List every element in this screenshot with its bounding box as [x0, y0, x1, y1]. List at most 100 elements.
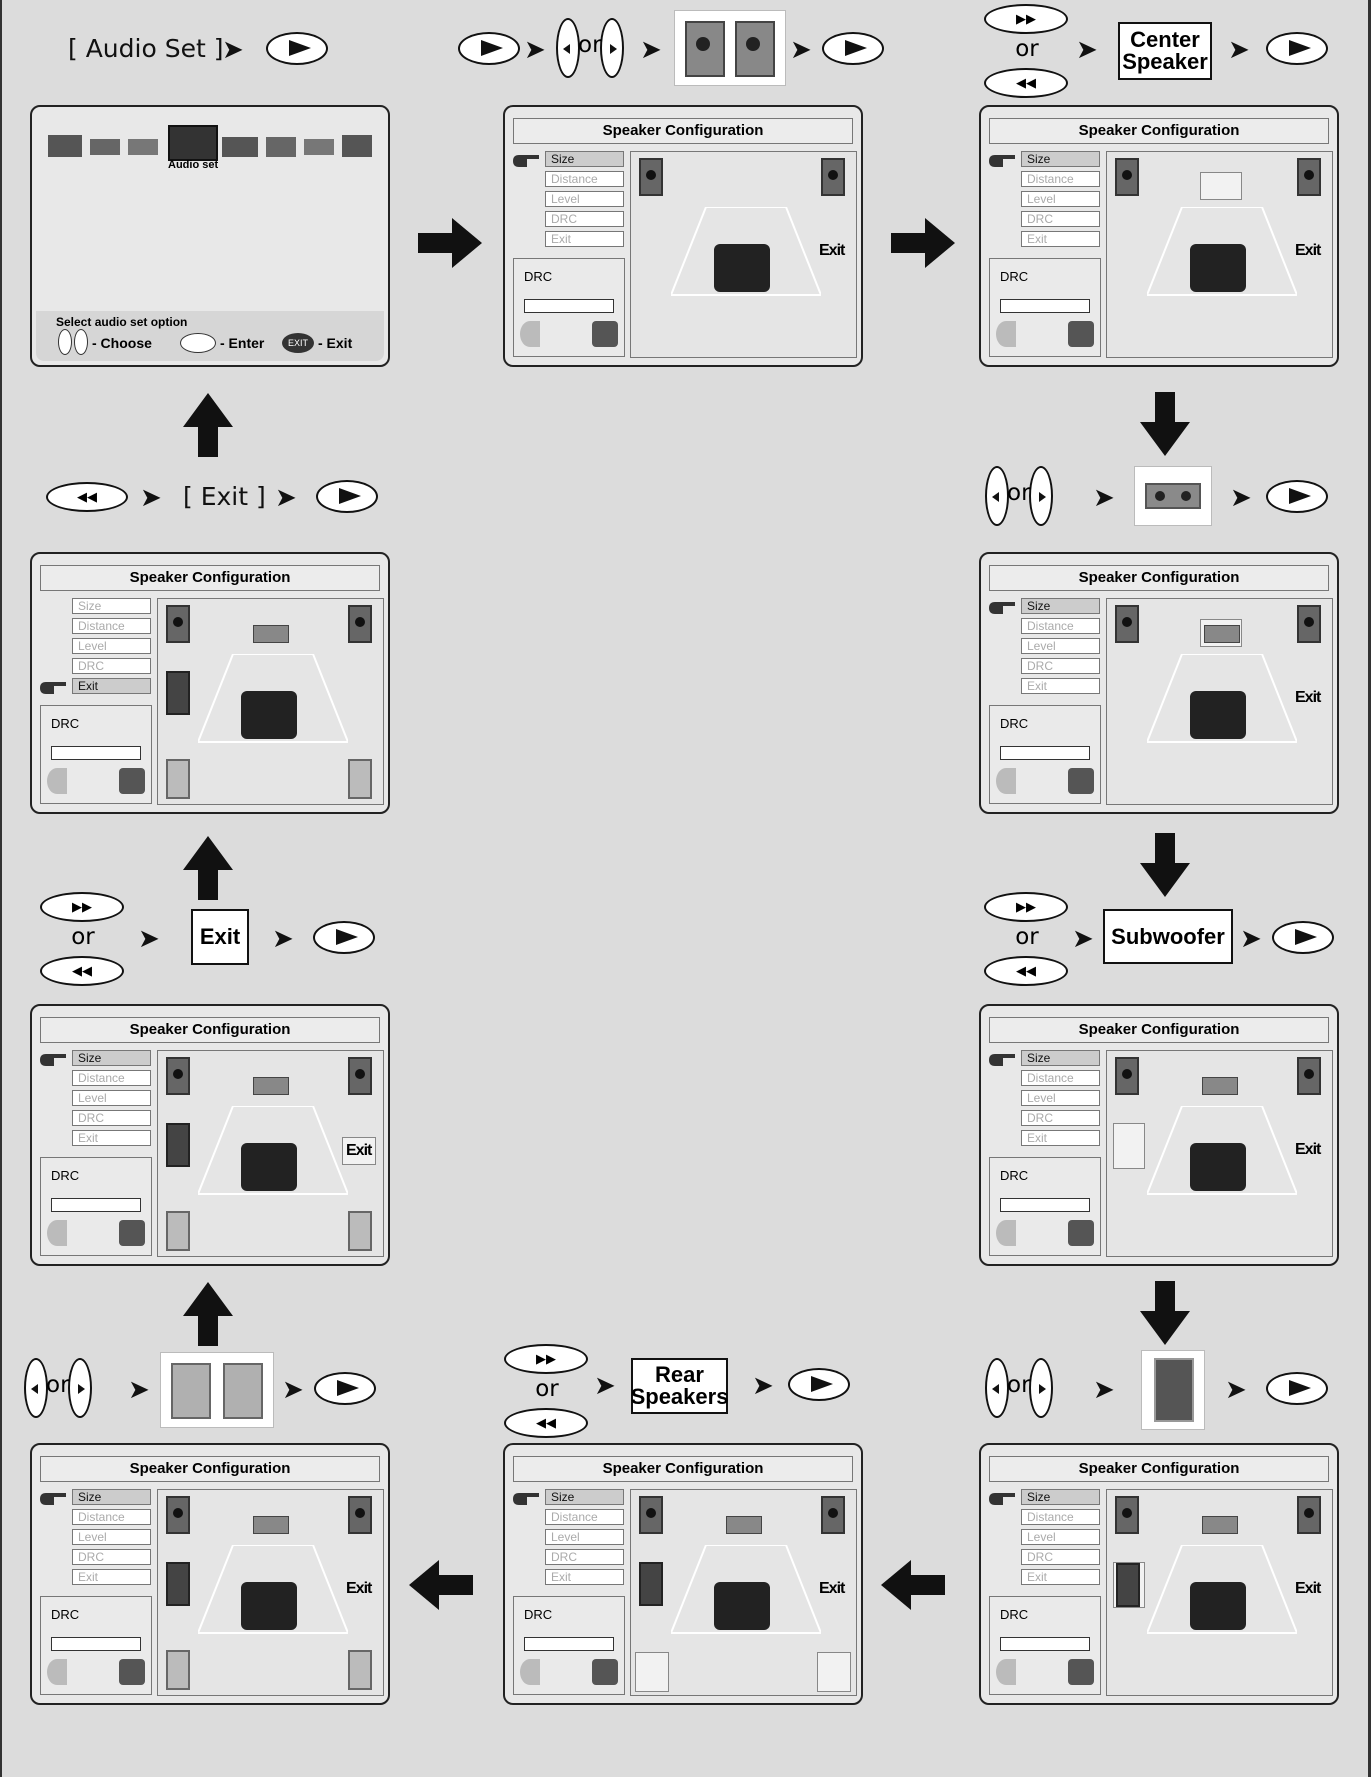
center-speaker-icon: [253, 625, 289, 643]
menu-item-size[interactable]: Size: [72, 1050, 151, 1066]
menu-item-level[interactable]: Level: [1021, 1090, 1100, 1106]
rewind-button-icon: ◀◀: [46, 482, 128, 512]
drc-slider[interactable]: [1000, 746, 1090, 760]
menu-item-distance[interactable]: Distance: [1021, 1509, 1100, 1525]
step-arrow: ➤: [128, 1376, 150, 1402]
exit-label[interactable]: Exit: [819, 1580, 844, 1598]
menu-item-size[interactable]: Size: [72, 1489, 151, 1505]
menu-item-drc[interactable]: DRC: [545, 1549, 624, 1565]
exit-label[interactable]: Exit: [346, 1580, 371, 1598]
menu-item-size[interactable]: Size: [72, 598, 151, 614]
menu-item-level[interactable]: Level: [1021, 1529, 1100, 1545]
drc-panel: DRC: [40, 705, 152, 804]
menu-item-exit[interactable]: Exit: [545, 231, 624, 247]
audio-set-main-menu: Audio set Select audio set option - Choo…: [30, 105, 390, 367]
speaker-config-screen: Speaker ConfigurationSizeDistanceLevelDR…: [30, 1004, 390, 1266]
menu-item-distance[interactable]: Distance: [72, 1070, 151, 1086]
center-speaker-slot: [1200, 619, 1242, 647]
drc-panel: DRC: [40, 1157, 152, 1256]
menu-item-size[interactable]: Size: [545, 1489, 624, 1505]
front-left-speaker-icon: [1115, 605, 1139, 643]
step-arrow: ➤: [272, 925, 294, 951]
front-left-speaker-icon: [166, 605, 190, 643]
drc-slider[interactable]: [524, 1637, 614, 1651]
front-left-speaker-icon: [639, 158, 663, 196]
exit-hint: - Exit: [318, 335, 352, 351]
menu-item-drc[interactable]: DRC: [72, 1549, 151, 1565]
menu-item-level[interactable]: Level: [545, 191, 624, 207]
menu-item-drc[interactable]: DRC: [72, 658, 151, 674]
subwoofer-icon: [166, 1123, 190, 1167]
menu-item-size[interactable]: Size: [1021, 598, 1100, 614]
exit-label[interactable]: Exit: [1295, 242, 1320, 260]
exit-label: Exit: [191, 909, 249, 965]
drc-panel: DRC: [40, 1596, 152, 1695]
front-speakers-icon: [674, 10, 786, 86]
menu-item-drc[interactable]: DRC: [72, 1110, 151, 1126]
menu-item-exit[interactable]: Exit: [1021, 1130, 1100, 1146]
menu-item-exit[interactable]: Exit: [72, 1130, 151, 1146]
exit-label[interactable]: Exit: [1295, 1580, 1320, 1598]
menu-item-exit[interactable]: Exit: [1021, 231, 1100, 247]
menu-item-drc[interactable]: DRC: [545, 211, 624, 227]
menu-item-size[interactable]: Size: [1021, 1489, 1100, 1505]
audio-set-caption: [ Audio Set ]: [68, 36, 223, 61]
menu-item-level[interactable]: Level: [545, 1529, 624, 1545]
listener-seat-icon: [1190, 1582, 1246, 1630]
speaker-layout-panel: Exit: [1106, 1050, 1333, 1257]
menu-item-distance[interactable]: Distance: [72, 618, 151, 634]
center-speaker-icon: [1202, 1077, 1238, 1095]
drc-label: DRC: [524, 1607, 552, 1622]
drc-slider[interactable]: [51, 1198, 141, 1212]
step-arrow: ➤: [1230, 484, 1252, 510]
subwoofer-slot: [1113, 1123, 1145, 1169]
menu-item-level[interactable]: Level: [1021, 191, 1100, 207]
menu-item-distance[interactable]: Distance: [545, 171, 624, 187]
menu-item-drc[interactable]: DRC: [1021, 211, 1100, 227]
pointer-hand-icon: [987, 1491, 1017, 1507]
menu-item-size[interactable]: Size: [1021, 151, 1100, 167]
exit-label[interactable]: Exit: [1295, 1141, 1320, 1159]
drc-slider[interactable]: [524, 299, 614, 313]
menu-item-distance[interactable]: Distance: [1021, 1070, 1100, 1086]
menu-item-distance[interactable]: Distance: [72, 1509, 151, 1525]
drc-label: DRC: [1000, 269, 1028, 284]
drc-slider[interactable]: [51, 1637, 141, 1651]
step-arrow: ➤: [222, 36, 244, 62]
menu-item-level[interactable]: Level: [72, 638, 151, 654]
step-arrow: ➤: [1072, 925, 1094, 951]
dynamic-icon: [119, 768, 145, 794]
menu-item-size[interactable]: Size: [1021, 1050, 1100, 1066]
menu-item-distance[interactable]: Distance: [545, 1509, 624, 1525]
menu-item-level[interactable]: Level: [1021, 638, 1100, 654]
menu-item-drc[interactable]: DRC: [1021, 1549, 1100, 1565]
flow-arrow-up: [183, 393, 233, 457]
menu-item-distance[interactable]: Distance: [1021, 618, 1100, 634]
exit-label[interactable]: Exit: [819, 242, 844, 260]
menu-item-drc[interactable]: DRC: [1021, 658, 1100, 674]
speaker-layout-panel: Exit: [1106, 151, 1333, 358]
moon-icon: [996, 1659, 1016, 1685]
step-arrow: ➤: [790, 36, 812, 62]
menu-item-distance[interactable]: Distance: [1021, 171, 1100, 187]
drc-slider[interactable]: [51, 746, 141, 760]
menu-item-exit[interactable]: Exit: [545, 1569, 624, 1585]
speaker-layout-panel: Exit: [630, 151, 857, 358]
drc-slider[interactable]: [1000, 1198, 1090, 1212]
drc-slider[interactable]: [1000, 1637, 1090, 1651]
exit-box[interactable]: Exit: [342, 1137, 376, 1165]
exit-label[interactable]: Exit: [1295, 689, 1320, 707]
dynamic-icon: [1068, 768, 1094, 794]
menu-item-exit[interactable]: Exit: [72, 1569, 151, 1585]
drc-panel: DRC: [513, 1596, 625, 1695]
drc-slider[interactable]: [1000, 299, 1090, 313]
ff-rew-buttons-icon: ▶▶or◀◀: [504, 1344, 590, 1438]
menu-item-exit[interactable]: Exit: [72, 678, 151, 694]
menu-item-drc[interactable]: DRC: [1021, 1110, 1100, 1126]
menu-item-level[interactable]: Level: [72, 1090, 151, 1106]
menu-item-size[interactable]: Size: [545, 151, 624, 167]
menu-item-exit[interactable]: Exit: [1021, 1569, 1100, 1585]
menu-item-exit[interactable]: Exit: [1021, 678, 1100, 694]
menu-item-level[interactable]: Level: [72, 1529, 151, 1545]
rear-right-slot: [817, 1652, 851, 1692]
